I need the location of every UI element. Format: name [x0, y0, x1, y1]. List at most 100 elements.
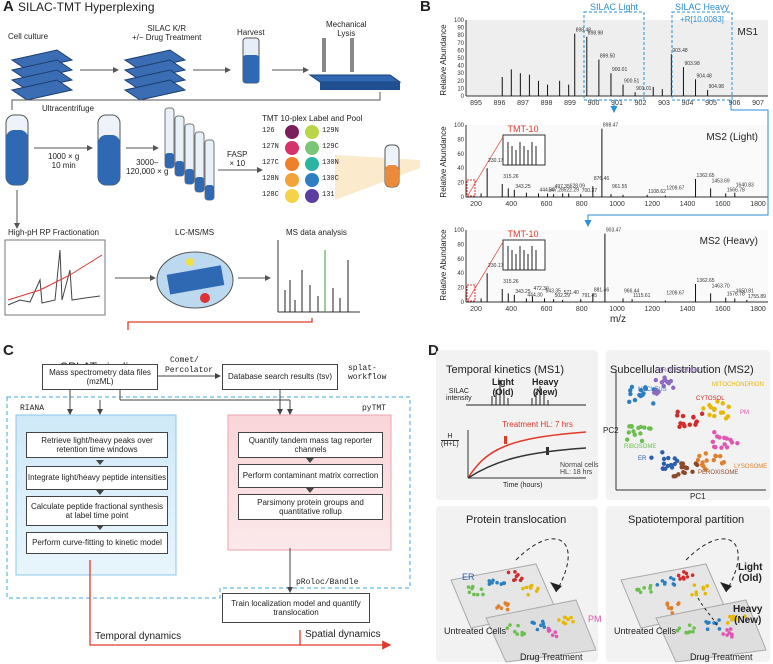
translocation-dot [554, 634, 559, 639]
x-tick-label: 899 [564, 100, 576, 107]
x-tick-label: 1600 [715, 306, 731, 313]
peak-label: 901.01 [636, 86, 652, 92]
organelle-label: NUCLEUS [638, 387, 667, 393]
chromatogram-icon [4, 239, 106, 316]
panel-a-letter: A [3, 0, 14, 15]
pca-dot [671, 385, 676, 390]
peak-label: 343.25 [515, 184, 531, 190]
hph-label: High-pH RP Fractionation [8, 228, 100, 237]
pca-dot [656, 389, 661, 395]
x-tick-label: 600 [541, 201, 553, 208]
translocation-dot [648, 586, 652, 590]
peak-label: 904.48 [697, 73, 713, 79]
x-tick-label: 903 [658, 100, 670, 107]
tmt-dot-131 [305, 189, 319, 203]
train-box: Train localization model and quantify tr… [222, 593, 370, 623]
translocation-dot [676, 573, 681, 578]
translocation-dot [705, 584, 709, 588]
translocation-dot [563, 621, 568, 626]
pca-dot [712, 430, 717, 435]
translocation-dot [676, 602, 680, 606]
pca-dot [626, 399, 632, 405]
translocation-dot [655, 583, 660, 587]
translocation-dot [668, 576, 673, 580]
x-tick-label: 902 [635, 100, 647, 107]
translocation-dot [502, 581, 507, 585]
x-tick-label: 907 [752, 100, 764, 107]
translocation-dot [730, 632, 734, 637]
translocation-dot [690, 573, 695, 577]
tmt-channel-label: 126 [262, 127, 275, 135]
tmt-channel-label: 130C [322, 175, 339, 183]
pca-dot [713, 444, 718, 450]
pca-dot [626, 430, 631, 435]
pca-dot [666, 381, 672, 386]
pca-dot [719, 461, 725, 466]
y-axis-title: Relative Abundance [439, 24, 448, 96]
pca-dot [722, 442, 727, 447]
translocation-dot [571, 619, 575, 624]
pca-dot [637, 392, 642, 398]
peak-label: 230.17 [488, 158, 504, 164]
translocation-dot [535, 627, 540, 632]
y-tick-label: 40 [457, 64, 464, 70]
riana-step-2: Integrate light/heavy peptide intensitie… [26, 466, 168, 490]
organelle-label: PEROXISOME [698, 470, 739, 476]
pca-dot [666, 455, 671, 461]
pca-dot [636, 425, 641, 431]
x-tick-label: 1400 [680, 201, 696, 208]
x-tick-label: 1800 [750, 306, 766, 313]
kinetics-plot [467, 430, 587, 479]
translocation-dot [487, 582, 492, 586]
pca-dot [681, 421, 686, 427]
translocation-dot [553, 630, 558, 634]
translocation-dot [743, 614, 747, 618]
peak-label: 571.40 [564, 290, 580, 296]
translocation-dot [472, 592, 476, 597]
x-tick-label: 895 [470, 100, 482, 107]
x-tick-label: 800 [576, 306, 588, 313]
pool-vial-icon [335, 144, 420, 200]
translocation-dot [692, 583, 697, 587]
translocation-dot [515, 632, 520, 636]
translocation-dot [725, 633, 729, 637]
panel-a-title: SILAC-TMT Hyperplexing [18, 0, 155, 14]
y-tick-label: 60 [457, 48, 464, 54]
translocation-dot [503, 601, 508, 605]
pca-dot [643, 386, 649, 392]
translocation-dot [505, 607, 510, 612]
pca-dot [703, 451, 709, 456]
pt-title: Protein translocation [466, 514, 567, 526]
pca-dot [661, 461, 667, 466]
translocation-dot [521, 586, 525, 591]
pca-dot [713, 453, 719, 459]
pca-dot [649, 455, 654, 460]
pm-label: PM [588, 614, 602, 624]
peak-label: 628.09 [570, 183, 586, 189]
y-tick-label: 30 [457, 71, 464, 77]
pca-dot [707, 412, 712, 417]
translocation-dot [518, 578, 523, 583]
translocation-dot [717, 627, 722, 631]
pca-dot [680, 413, 686, 419]
drug-plane [485, 599, 767, 663]
y-tick-label: 40 [457, 271, 464, 277]
fasp-label: FASP × 10 [227, 150, 248, 168]
spin-2-label: 3000– 120,000 × g [126, 158, 169, 176]
pca-dot [632, 397, 638, 403]
y-tick-label: 100 [454, 18, 465, 24]
translocation-dot [671, 577, 676, 582]
translocation-dot [685, 575, 690, 579]
peak-label: 543.35 [546, 288, 562, 294]
translocation-dot [690, 592, 694, 597]
riana-step-1: Retrieve light/heavy peaks over retentio… [26, 432, 168, 458]
translocation-dot [727, 614, 732, 619]
tmt-channel-label: 129C [322, 143, 339, 151]
y-tick-label: 60 [457, 152, 464, 158]
y-tick-label: 80 [457, 33, 464, 39]
pca-dot [703, 467, 708, 472]
x-tick-label: 1000 [609, 306, 625, 313]
tmt-dot-129N [305, 125, 319, 139]
pca-dot [691, 415, 696, 420]
